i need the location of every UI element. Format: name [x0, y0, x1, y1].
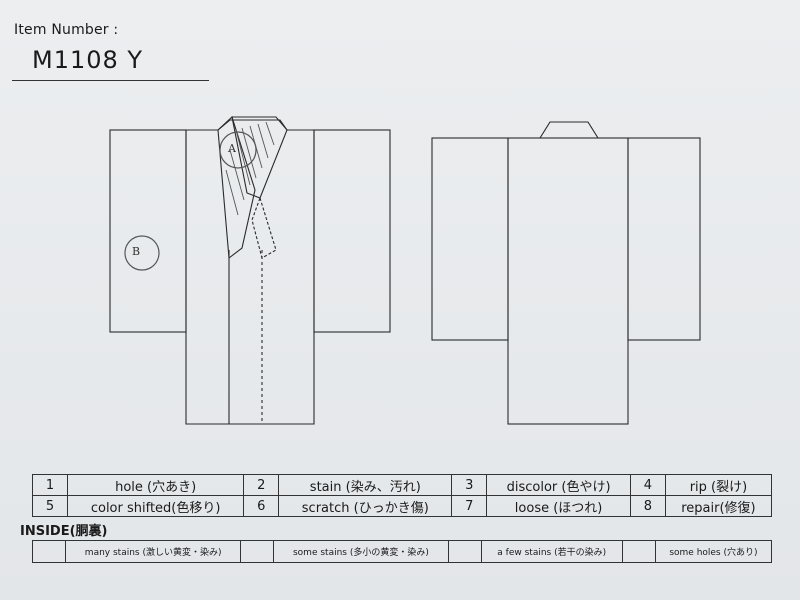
legend-row: 1 hole (穴あき) 2 stain (染み、汚れ) 3 discolor … — [32, 474, 773, 496]
legend-number: 6 — [243, 495, 280, 517]
legend-row: 5 color shifted(色移り) 6 scratch (ひっかき傷) 7… — [32, 495, 773, 517]
mark-a-label: A — [228, 142, 236, 155]
inside-option: a few stains (若干の染み) — [480, 540, 623, 563]
inside-section-title: INSIDE(胴裏) — [20, 524, 108, 539]
mark-b-circle — [124, 235, 160, 271]
legend-number: 1 — [32, 474, 68, 496]
inside-checkbox[interactable] — [240, 540, 275, 563]
legend-label: discolor (色やけ) — [486, 474, 631, 496]
legend-number: 5 — [32, 495, 68, 517]
kimono-back-view — [431, 121, 701, 425]
collar-left — [217, 116, 256, 260]
inside-checkbox[interactable] — [447, 540, 482, 563]
collar-hidden — [251, 196, 277, 259]
inside-option: some stains (多小の黄変・染み) — [273, 540, 449, 563]
legend-number: 7 — [451, 495, 488, 517]
collar-right — [231, 116, 288, 199]
front-left-sleeve — [109, 129, 187, 333]
shading-hatching — [225, 121, 275, 216]
mark-a-circle — [219, 131, 257, 169]
legend-label: loose (ほつれ) — [486, 495, 631, 517]
legend-label: rip (裂け) — [664, 474, 773, 496]
legend-label: hole (穴あき) — [66, 474, 245, 496]
damage-legend-table: 1 hole (穴あき) 2 stain (染み、汚れ) 3 discolor … — [32, 474, 773, 517]
legend-number: 4 — [629, 474, 666, 496]
legend-label: stain (染み、汚れ) — [278, 474, 453, 496]
inside-checkbox[interactable] — [32, 540, 66, 563]
back-right-sleeve — [627, 137, 701, 341]
inside-condition-table: many stains (激しい黄変・染み) some stains (多小の黄… — [32, 540, 773, 563]
kimono-front-view — [109, 116, 391, 425]
inside-option: some holes (穴あり) — [654, 540, 773, 563]
front-right-sleeve — [313, 129, 391, 333]
legend-label: repair(修復) — [664, 495, 773, 517]
back-collar — [539, 121, 599, 139]
back-left-sleeve — [431, 137, 509, 341]
inside-option: many stains (激しい黄変・染み) — [64, 540, 242, 563]
item-number-value: M1108 Y — [32, 46, 144, 74]
inside-row: many stains (激しい黄変・染み) some stains (多小の黄… — [32, 540, 773, 563]
legend-label: color shifted(色移り) — [66, 495, 245, 517]
legend-number: 8 — [629, 495, 666, 517]
inside-checkbox[interactable] — [621, 540, 656, 563]
legend-number: 2 — [243, 474, 280, 496]
back-body — [507, 137, 629, 425]
legend-label: scratch (ひっかき傷) — [278, 495, 453, 517]
mark-b-label: B — [132, 245, 141, 258]
front-body — [185, 119, 315, 425]
item-number-underline — [12, 80, 209, 81]
legend-number: 3 — [451, 474, 488, 496]
item-number-label: Item Number : — [14, 22, 119, 38]
